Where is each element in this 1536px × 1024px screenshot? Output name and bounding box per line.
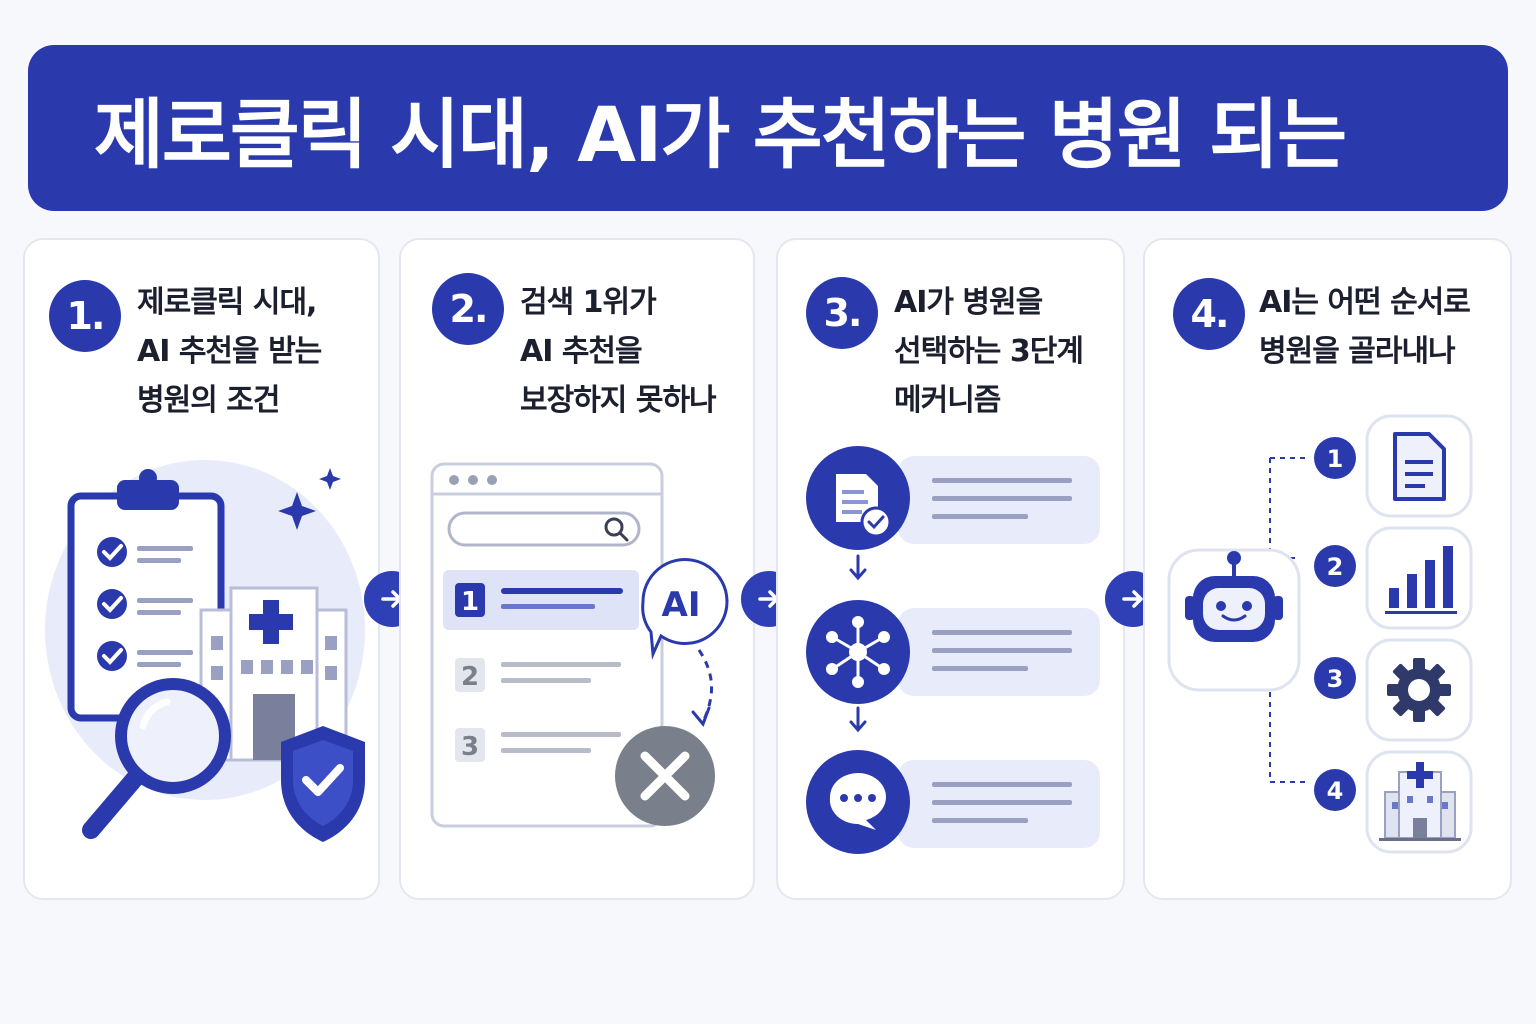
rank-number: 3: [461, 732, 479, 762]
order-number: 2: [1327, 553, 1344, 581]
banner-title: 제로클릭 시대, AI가 추천하는 병원 되는: [94, 90, 1347, 179]
magnifier-icon: [82, 678, 231, 839]
step-title-line: AI 추천을 받는: [137, 334, 322, 369]
step-title-line: AI는 어떤 순서로: [1259, 285, 1471, 320]
step-card-1: 1. 제로클릭 시대, AI 추천을 받는 병원의 조건: [23, 238, 380, 900]
step-title-line: 제로클릭 시대,: [137, 285, 317, 320]
bar-chart-icon: [1385, 546, 1457, 614]
step-title-line: 메커니즘: [894, 383, 1001, 418]
gear-icon: [1387, 658, 1451, 722]
step-number-badge: 1.: [49, 280, 121, 352]
step-title: 검색 1위가 AI 추천을 보장하지 못하나: [520, 278, 717, 425]
step-title-line: 검색 1위가: [520, 285, 657, 320]
step-card-2: 2. 검색 1위가 AI 추천을 보장하지 못하나: [399, 238, 755, 900]
document-check-icon: [806, 446, 910, 550]
hospital-check-illustration: [45, 460, 365, 842]
order-number: 3: [1327, 665, 1344, 693]
chat-bubble-icon: [806, 750, 910, 854]
clipboard-checklist-icon: [67, 469, 225, 722]
step-number-badge: 2.: [432, 273, 504, 345]
ai-selection-order-illustration: 1 2 3 4: [1167, 414, 1473, 854]
step-title: 제로클릭 시대, AI 추천을 받는 병원의 조건: [137, 278, 322, 425]
order-number: 4: [1327, 777, 1344, 805]
network-icon: [806, 600, 910, 704]
step-card-3: 3. AI가 병원을 선택하는 3단계 메커니즘: [776, 238, 1125, 900]
step-card-4: 4. AI는 어떤 순서로 병원을 골라내나 1 2 3 4: [1143, 238, 1512, 900]
arrow-right-icon: [1122, 590, 1143, 608]
step-title-line: 병원의 조건: [137, 383, 280, 418]
step-title-line: 선택하는 3단계: [894, 334, 1084, 369]
step-title: AI가 병원을 선택하는 3단계 메커니즘: [894, 278, 1084, 425]
step-title: AI는 어떤 순서로 병원을 골라내나: [1259, 278, 1471, 376]
ai-bubble-label: AI: [662, 585, 701, 625]
search-icon: [604, 517, 629, 542]
rank-number: 1: [461, 587, 479, 617]
step-title-line: 병원을 골라내나: [1259, 334, 1456, 369]
shield-check-icon: [281, 726, 365, 842]
robot-icon: [1167, 548, 1301, 692]
search-ranking-illustration: 1 2 3 AI: [430, 462, 729, 828]
title-banner: 제로클릭 시대, AI가 추천하는 병원 되는: [28, 45, 1508, 211]
sparkle-icon: [278, 468, 341, 530]
step-number-badge: 3.: [806, 277, 878, 349]
rank-number: 2: [461, 662, 479, 692]
x-circle-icon: [615, 726, 715, 826]
ai-bubble-icon: AI: [641, 558, 729, 660]
step-number-badge: 4.: [1173, 278, 1245, 350]
step-title-line: 보장하지 못하나: [520, 383, 717, 418]
browser-window-icon: 1 2 3: [430, 462, 664, 828]
hospital-icon: [1379, 762, 1461, 841]
three-step-mechanism-illustration: [806, 446, 1100, 854]
step-title-line: AI 추천을: [520, 334, 643, 369]
document-icon: [1393, 432, 1446, 501]
order-number: 1: [1327, 445, 1344, 473]
step-title-line: AI가 병원을: [894, 285, 1043, 320]
